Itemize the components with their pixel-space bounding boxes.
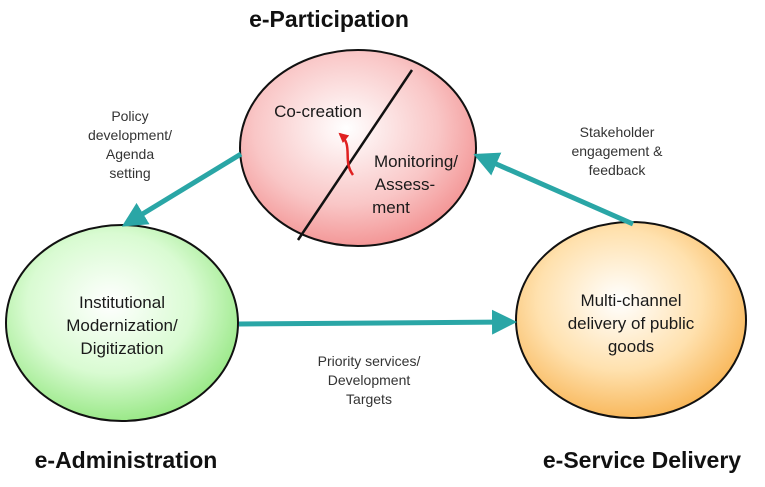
policy-label-line-4: setting — [109, 165, 150, 181]
arrow-administration-to-service — [238, 309, 517, 335]
monitoring-label-line-2: Assess- — [375, 175, 435, 194]
priority-label-line-3: Targets — [346, 391, 392, 407]
stakeholder-label-line-3: feedback — [589, 162, 647, 178]
administration-label-line-3: Digitization — [80, 339, 163, 358]
policy-label-line-3: Agenda — [106, 146, 154, 162]
stakeholder-label-line-2: engagement & — [571, 143, 663, 159]
stakeholder-label-line-1: Stakeholder — [580, 124, 655, 140]
administration-node: Institutional Modernization/ Digitizatio… — [5, 224, 239, 422]
priority-label-line-2: Development — [328, 372, 411, 388]
service-delivery-node: Multi-channel delivery of public goods — [515, 221, 747, 419]
administration-label-line-2: Modernization/ — [66, 316, 178, 335]
arrow-service-to-participation — [473, 152, 635, 227]
monitoring-label-line-3: ment — [372, 198, 410, 217]
service-label-line-3: goods — [608, 337, 654, 356]
title-e-administration: e-Administration — [35, 447, 218, 473]
co-creation-label: Co-creation — [274, 102, 362, 121]
feedback-curve-arrow — [338, 132, 355, 176]
service-label-line-1: Multi-channel — [580, 291, 681, 310]
title-e-service-delivery: e-Service Delivery — [543, 447, 741, 473]
participation-divider-line — [296, 69, 414, 241]
monitoring-label-line-1: Monitoring/ — [374, 152, 458, 171]
administration-label-line-1: Institutional — [79, 293, 165, 312]
participation-circle — [239, 49, 477, 247]
service-label-line-2: delivery of public — [568, 314, 695, 333]
title-e-participation: e-Participation — [249, 6, 409, 32]
participation-node: Co-creation Monitoring/ Assess- ment — [239, 49, 477, 247]
priority-label-line-1: Priority services/ — [318, 353, 421, 369]
arrow-participation-to-administration — [121, 151, 243, 227]
policy-label-line-1: Policy — [111, 108, 148, 124]
policy-label-line-2: development/ — [88, 127, 172, 143]
